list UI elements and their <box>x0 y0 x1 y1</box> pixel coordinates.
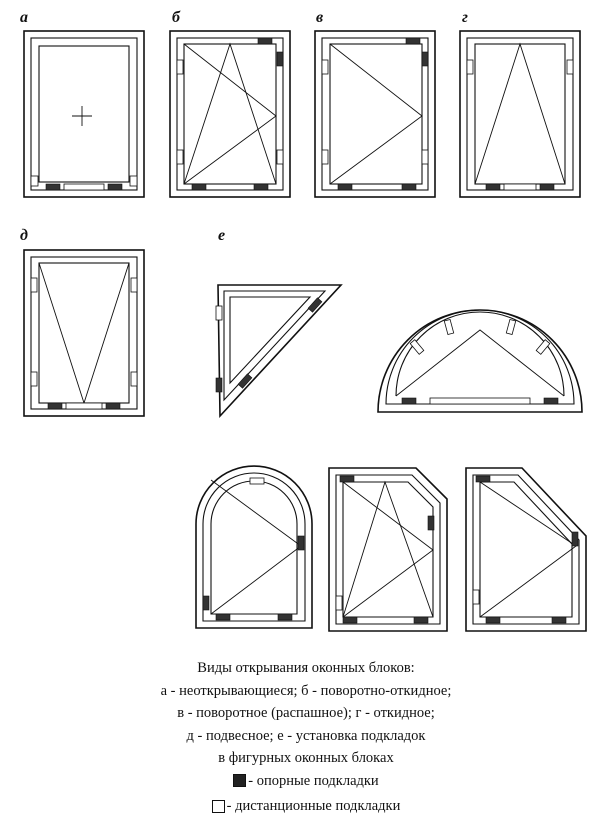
legend-spacer: - дистанционные подкладки <box>211 795 401 818</box>
caption-line-5: в фигурных оконных блоках <box>218 750 394 766</box>
label-a: а <box>20 9 28 26</box>
caption-line-3: в - поворотное (распашное); г - откидное… <box>177 705 435 721</box>
window-v-turn <box>314 30 436 198</box>
window-e-semicircle <box>377 309 583 413</box>
window-types-diagram: а б в г д е <box>20 9 587 632</box>
window-b-tilt-turn <box>169 30 291 198</box>
window-e-slanted-turn <box>465 467 587 632</box>
window-a-fixed <box>23 30 145 198</box>
caption-line-2: а - неоткрывающиеся; б - поворотно-откид… <box>160 682 452 699</box>
figure-caption: Виды открывания оконных блоков: а - неот… <box>0 657 612 820</box>
window-e-triangle <box>215 284 343 419</box>
support-swatch-icon <box>233 774 247 788</box>
legend-support-label: - опорные подкладки <box>248 772 379 789</box>
label-d: д <box>20 227 28 244</box>
spacer-swatch-icon <box>211 799 225 813</box>
window-e-arched <box>195 465 313 629</box>
label-v: в <box>316 9 323 26</box>
label-g: г <box>462 9 468 26</box>
window-e-cut-corner-tilt-turn <box>328 467 448 632</box>
caption-line-1: Виды открывания оконных блоков: <box>197 660 415 676</box>
legend-spacer-label: - дистанционные подкладки <box>226 797 401 814</box>
caption-line-4: д - подвесное; е - установка подкладок <box>186 727 426 744</box>
window-g-tilt <box>459 30 581 198</box>
window-d-top-hung <box>23 249 145 417</box>
label-e: е <box>218 227 225 244</box>
label-b: б <box>172 9 181 26</box>
legend-support: - опорные подкладки <box>233 770 379 793</box>
